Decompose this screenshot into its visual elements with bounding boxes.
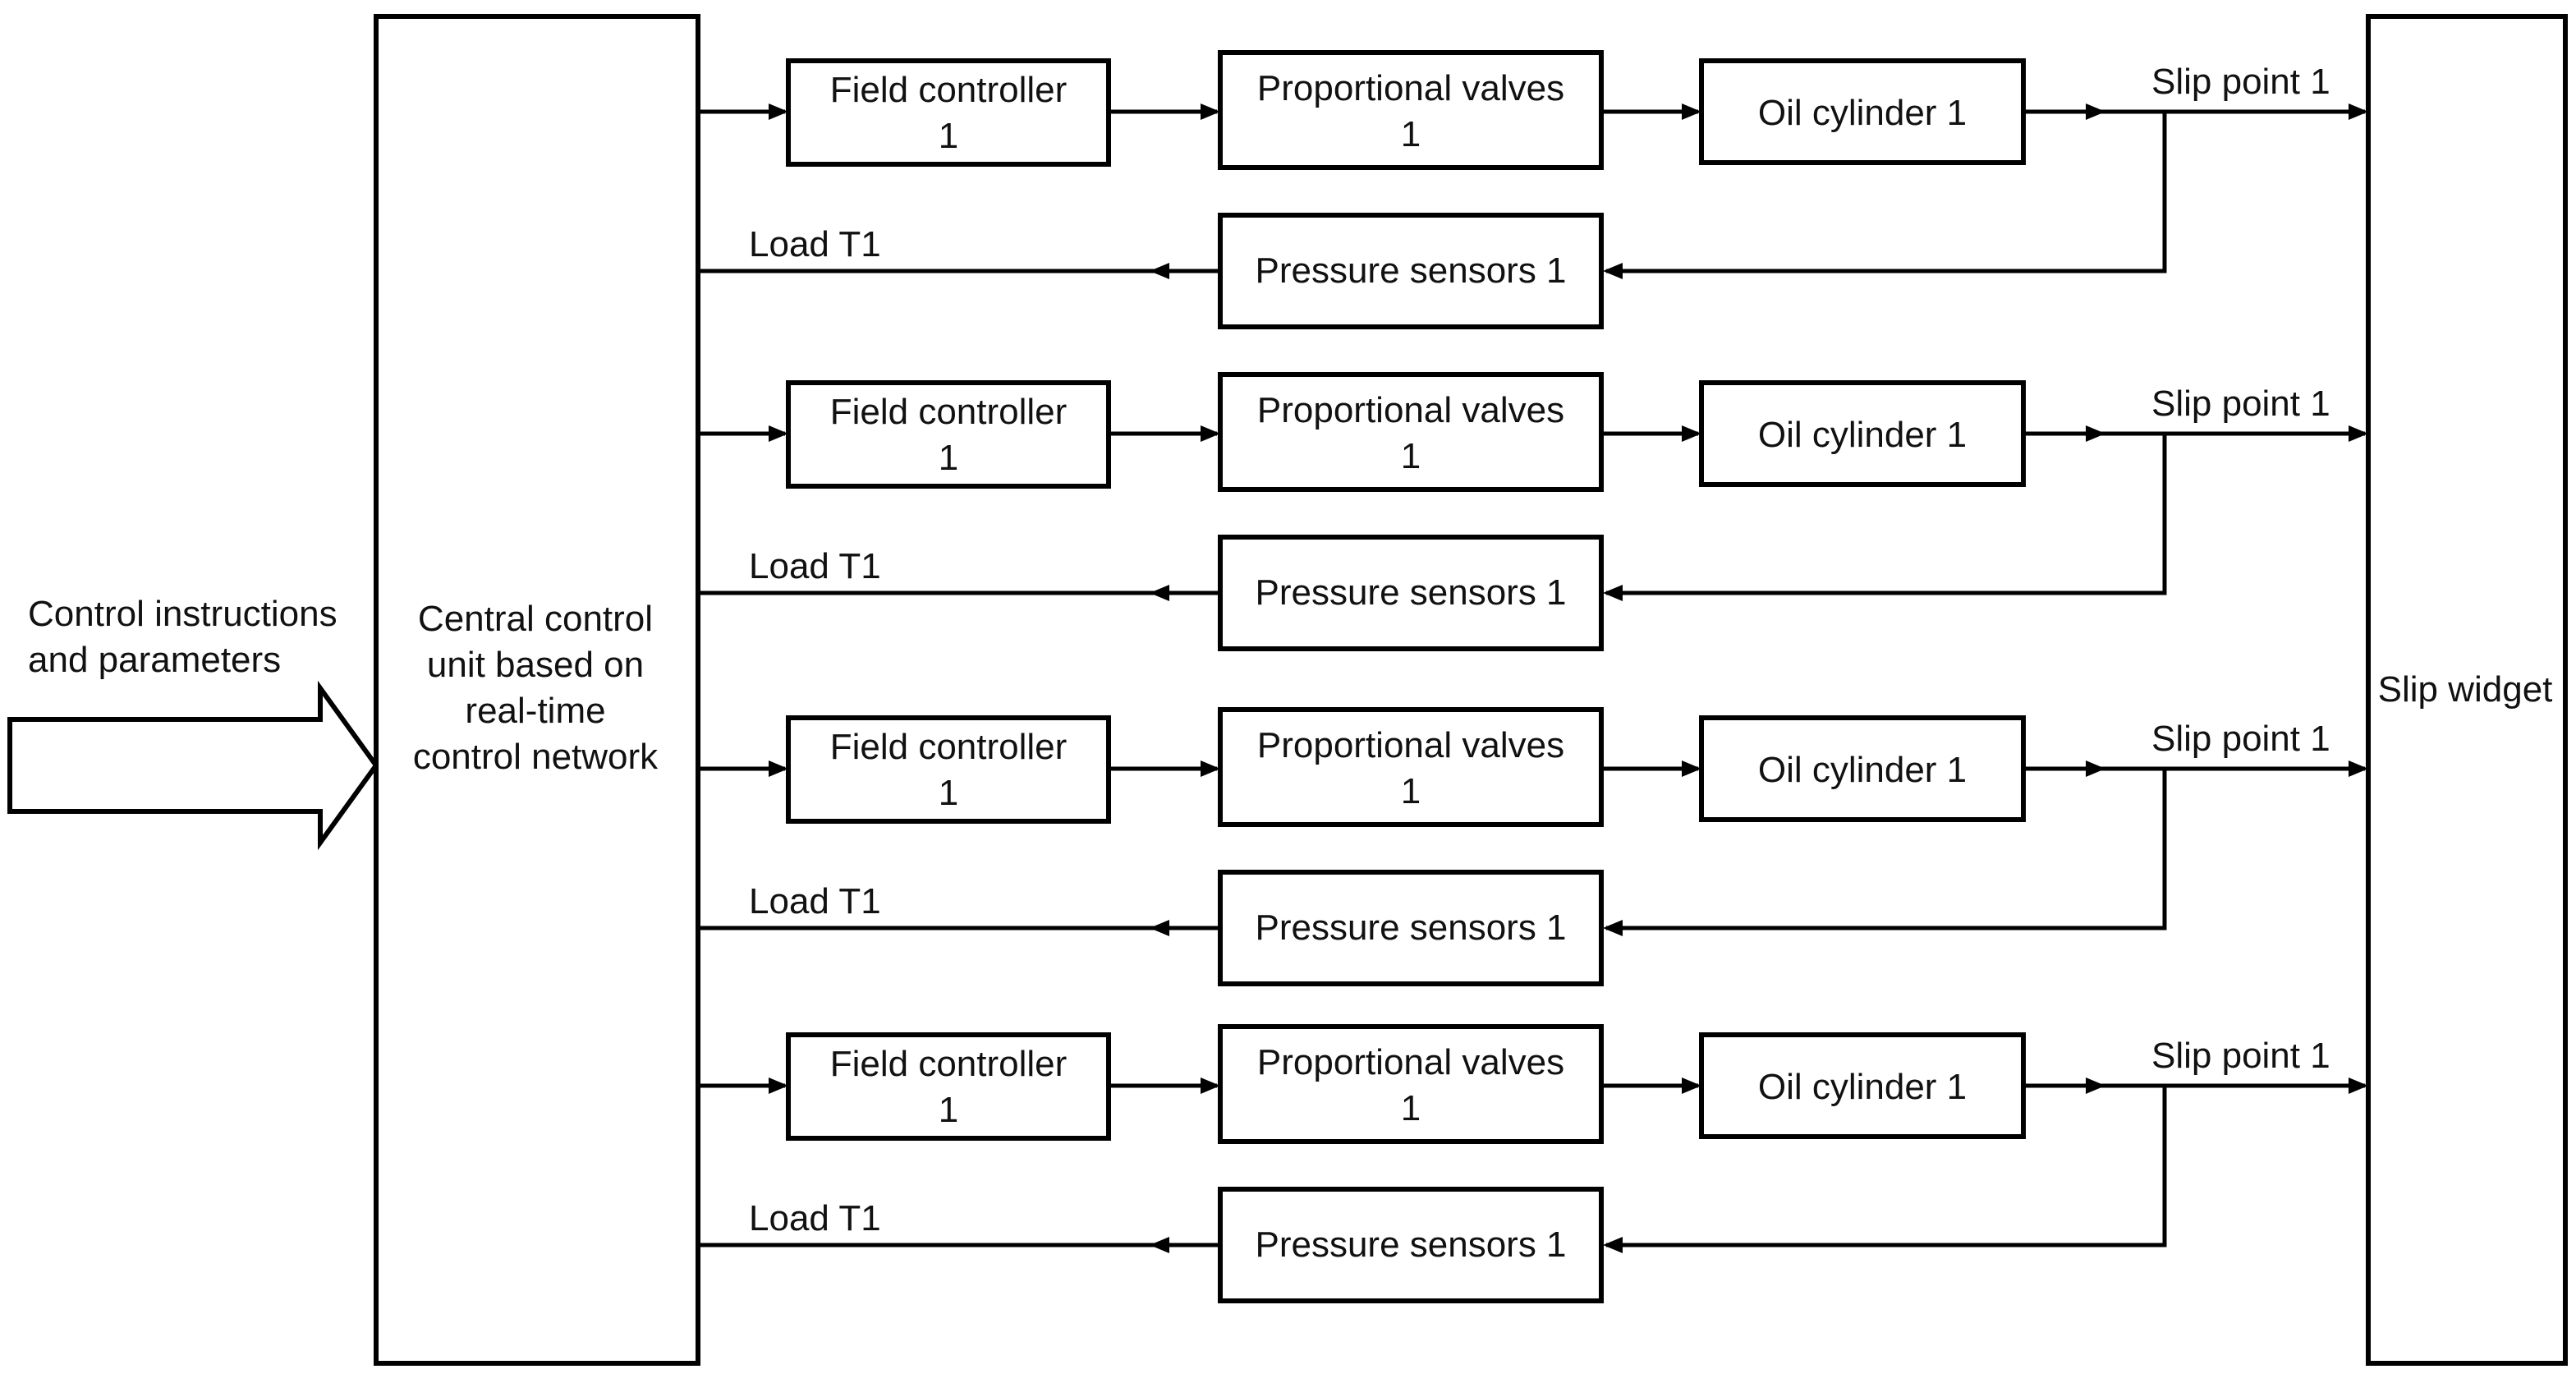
field-controller-label-line2: 1 — [939, 773, 958, 813]
field-controller-label-line1: Field controller — [830, 1044, 1068, 1084]
central-label-line4: control network — [413, 737, 659, 777]
slip-widget-label: Slip widget — [2378, 669, 2553, 710]
proportional-valve-label-line2: 1 — [1401, 114, 1421, 154]
arrowhead-central-to-field — [769, 425, 788, 442]
arrowhead-load-feedback — [1150, 263, 1169, 279]
arrowhead-central-to-field — [769, 760, 788, 777]
channel-4: Field controller 1 Proportional valves 1 Oil… — [698, 1024, 2368, 1303]
input-label-line2: and parameters — [28, 640, 281, 680]
central-control-unit-box — [374, 14, 700, 1366]
arrowhead-valve-to-cylinder — [1682, 1077, 1701, 1094]
feedback-line-to-sensor — [1606, 434, 2167, 595]
field-controller-label-line2: 1 — [939, 116, 958, 156]
central-label-line3: real-time — [465, 691, 605, 731]
proportional-valve-label-line1: Proportional valves — [1257, 390, 1564, 430]
field-controller-box — [786, 715, 1111, 824]
pressure-sensor-label: Pressure sensors 1 — [1255, 572, 1566, 613]
arrowhead-load-feedback — [1150, 585, 1169, 601]
proportional-valve-label-line1: Proportional valves — [1257, 725, 1564, 765]
input-label-line1: Control instructions — [28, 594, 337, 634]
arrowhead-into-sensor — [1603, 585, 1623, 601]
oil-cylinder-box — [1699, 380, 2026, 487]
central-control-unit: Central control unit based on real-time … — [374, 14, 700, 1366]
proportional-valve-box — [1218, 50, 1604, 170]
feedback-line-to-sensor — [1606, 769, 2167, 930]
input-hollow-arrow — [7, 680, 379, 851]
slip-widget: Slip widget — [2366, 14, 2568, 1366]
arrowhead-slip-widget — [2349, 425, 2368, 442]
channel-2: Field controller 1 Proportional valves 1 Oil… — [698, 372, 2368, 651]
arrowhead-central-to-field — [769, 1077, 788, 1094]
pressure-sensor-label: Pressure sensors 1 — [1255, 250, 1566, 291]
proportional-valve-box — [1218, 1024, 1604, 1144]
arrowhead-valve-to-cylinder — [1682, 103, 1701, 120]
arrowhead-load-feedback — [1150, 920, 1169, 936]
oil-cylinder-label: Oil cylinder 1 — [1758, 93, 1967, 133]
pressure-sensor-label: Pressure sensors 1 — [1255, 907, 1566, 948]
field-controller-box — [786, 380, 1111, 489]
proportional-valve-label-line2: 1 — [1401, 436, 1421, 476]
arrowhead-valve-to-cylinder — [1682, 760, 1701, 777]
arrowhead-cylinder-mid — [2086, 103, 2105, 120]
load-label: Load T1 — [749, 1198, 881, 1238]
proportional-valve-box — [1218, 372, 1604, 492]
oil-cylinder-label: Oil cylinder 1 — [1758, 415, 1967, 455]
pressure-sensor-box — [1218, 870, 1604, 986]
arrowhead-slip-widget — [2349, 103, 2368, 120]
arrowhead-into-sensor — [1603, 920, 1623, 936]
arrowhead-cylinder-mid — [2086, 1077, 2105, 1094]
slip-point-label: Slip point 1 — [2151, 1036, 2330, 1076]
field-controller-label-line2: 1 — [939, 1090, 958, 1130]
proportional-valve-label-line2: 1 — [1401, 771, 1421, 811]
arrowhead-central-to-field — [769, 103, 788, 120]
arrowhead-cylinder-mid — [2086, 760, 2105, 777]
proportional-valve-box — [1218, 707, 1604, 827]
central-label-line2: unit based on — [427, 645, 644, 685]
oil-cylinder-box — [1699, 1032, 2026, 1139]
slip-widget-box — [2366, 14, 2568, 1366]
load-label: Load T1 — [749, 546, 881, 586]
arrowhead-field-to-valve — [1201, 103, 1220, 120]
channel-1: Field controller 1 Proportional valves 1 Oil… — [698, 50, 2368, 329]
arrowhead-into-sensor — [1603, 1237, 1623, 1253]
arrowhead-slip-widget — [2349, 1077, 2368, 1094]
arrowhead-load-feedback — [1150, 1237, 1169, 1253]
load-label: Load T1 — [749, 224, 881, 264]
pressure-sensor-box — [1218, 213, 1604, 329]
input-arrow-group: Control instructions and parameters — [7, 594, 379, 851]
slip-point-label: Slip point 1 — [2151, 62, 2330, 102]
slip-point-label: Slip point 1 — [2151, 384, 2330, 424]
arrowhead-into-sensor — [1603, 263, 1623, 279]
pressure-sensor-label: Pressure sensors 1 — [1255, 1224, 1566, 1265]
oil-cylinder-label: Oil cylinder 1 — [1758, 1067, 1967, 1107]
arrowhead-field-to-valve — [1201, 425, 1220, 442]
proportional-valve-label-line1: Proportional valves — [1257, 68, 1564, 108]
oil-cylinder-label: Oil cylinder 1 — [1758, 750, 1967, 790]
arrowhead-field-to-valve — [1201, 760, 1220, 777]
feedback-line-to-sensor — [1606, 1086, 2167, 1247]
field-controller-label-line2: 1 — [939, 438, 958, 478]
feedback-line-to-sensor — [1606, 112, 2167, 273]
field-controller-box — [786, 58, 1111, 167]
channel-3: Field controller 1 Proportional valves 1 Oil… — [698, 707, 2368, 986]
field-controller-label-line1: Field controller — [830, 392, 1068, 432]
proportional-valve-label-line1: Proportional valves — [1257, 1042, 1564, 1082]
field-controller-label-line1: Field controller — [830, 727, 1068, 767]
arrowhead-cylinder-mid — [2086, 425, 2105, 442]
arrowhead-slip-widget — [2349, 760, 2368, 777]
field-controller-label-line1: Field controller — [830, 70, 1068, 110]
load-label: Load T1 — [749, 881, 881, 921]
arrowhead-field-to-valve — [1201, 1077, 1220, 1094]
arrowhead-valve-to-cylinder — [1682, 425, 1701, 442]
pressure-sensor-box — [1218, 535, 1604, 651]
central-label-line1: Central control — [418, 599, 653, 639]
slip-point-label: Slip point 1 — [2151, 719, 2330, 759]
proportional-valve-label-line2: 1 — [1401, 1088, 1421, 1128]
